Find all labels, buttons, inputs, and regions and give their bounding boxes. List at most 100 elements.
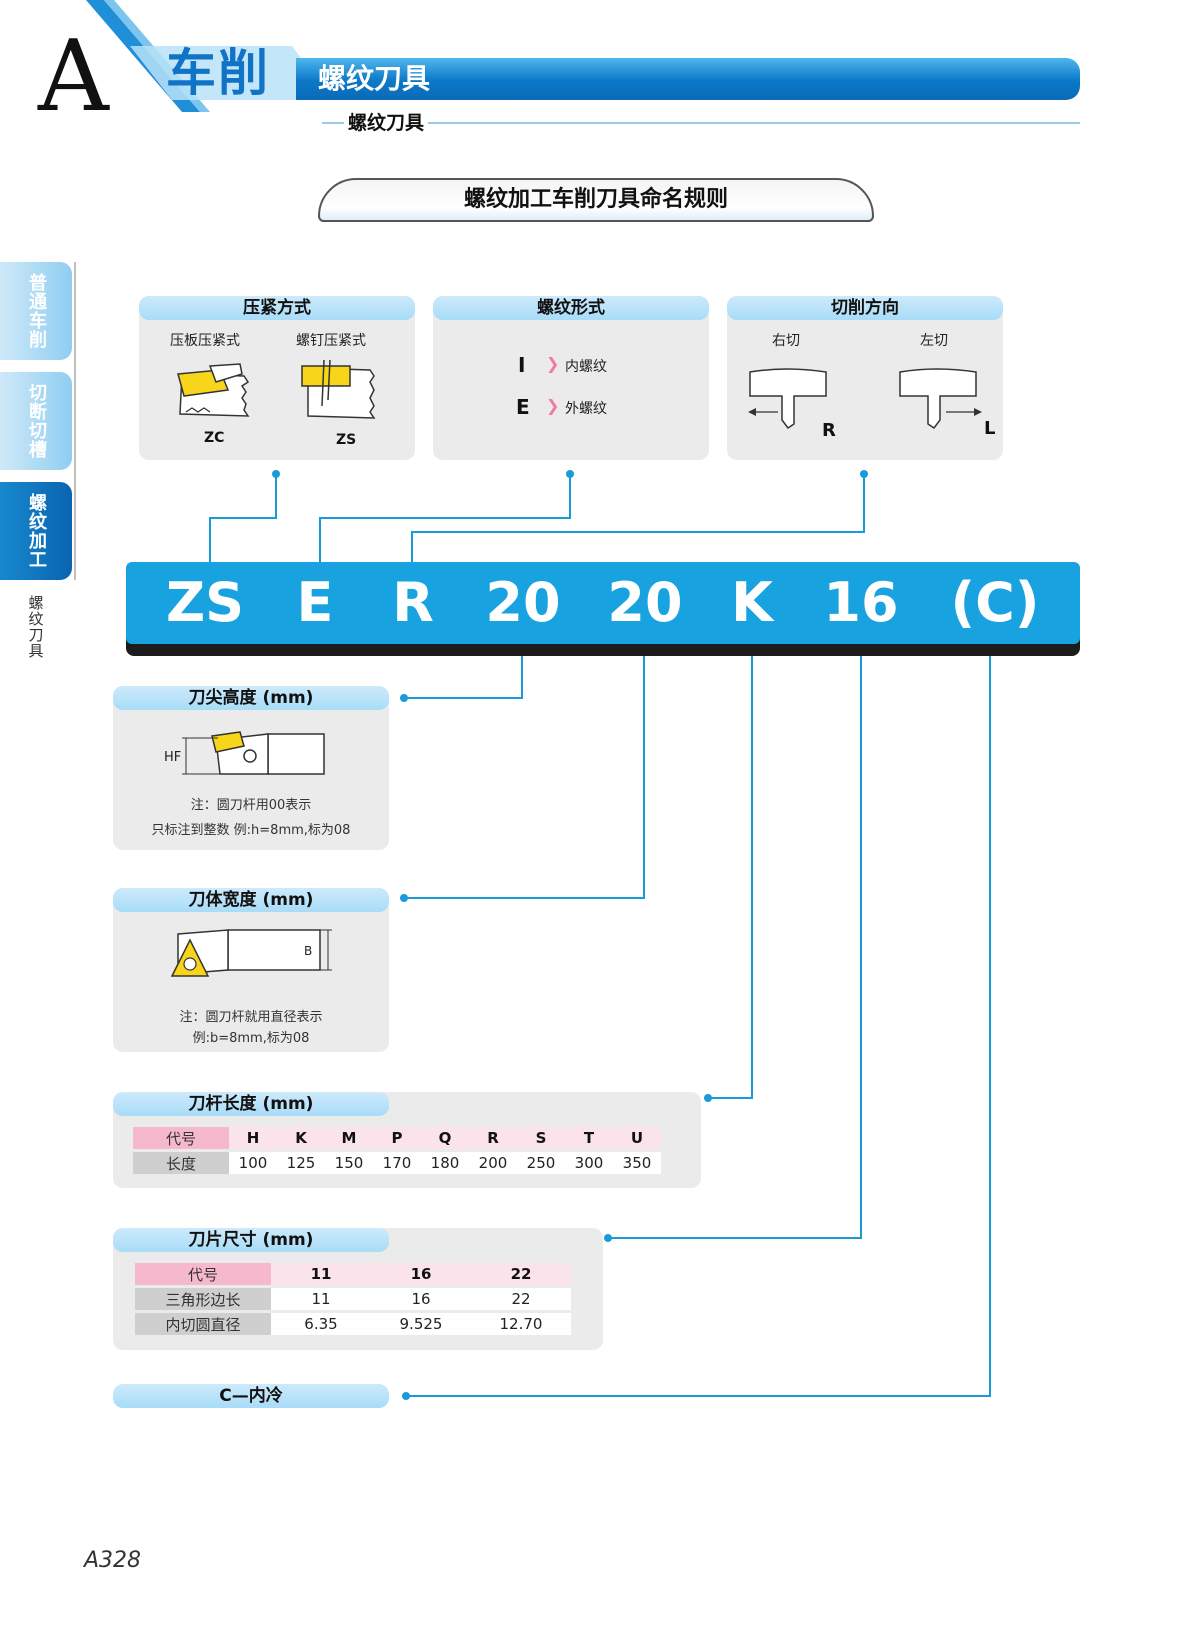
page-number: A328	[84, 1548, 142, 1573]
table-row: 三角形边长 11 16 22	[135, 1288, 571, 1310]
table-row: 代号 H K M P Q R S T U	[133, 1127, 661, 1149]
header-bar-title: 螺纹刀具	[296, 58, 1080, 100]
insert-circle-cell: 6.35	[271, 1313, 371, 1335]
shank-code-cell: H	[229, 1127, 277, 1149]
chevron-right-icon: ❯	[546, 354, 560, 373]
tip-height-note-1: 注：圆刀杆用00表示	[190, 798, 312, 813]
side-tab-label: 切断切槽	[26, 383, 47, 459]
shank-code-cell: S	[517, 1127, 565, 1149]
side-tab-rule	[74, 262, 76, 580]
header-subtitle: 螺纹刀具	[344, 108, 429, 135]
side-tab-label: 螺纹加工	[26, 493, 47, 569]
shank-length-cell: 125	[277, 1152, 325, 1174]
shank-code-cell: P	[373, 1127, 421, 1149]
code-shank-length: K	[731, 571, 773, 634]
code-thread-form: E	[296, 571, 334, 634]
insert-edge-cell: 22	[471, 1288, 571, 1310]
tip-height-diagram	[182, 731, 325, 775]
clamp-plate-code: ZC	[204, 430, 225, 446]
tip-height-heading: 刀尖高度 (mm)	[113, 686, 389, 710]
row-header-length: 长度	[133, 1152, 229, 1174]
side-tab-grooving[interactable]: 切断切槽	[0, 372, 72, 470]
shank-length-cell: 150	[325, 1152, 373, 1174]
table-row: 代号 11 16 22	[135, 1263, 571, 1285]
clamp-plate-label: 压板压紧式	[170, 333, 240, 349]
shank-code-cell: M	[325, 1127, 373, 1149]
side-tab-threading[interactable]: 螺纹加工	[0, 482, 72, 580]
left-hand-tool-icon	[899, 368, 982, 430]
shank-length-cell: 100	[229, 1152, 277, 1174]
row-header-edge: 三角形边长	[135, 1288, 271, 1310]
coolant-label: C—内冷	[113, 1384, 389, 1408]
section-letter: A	[38, 20, 109, 134]
row-header-code: 代号	[135, 1263, 271, 1285]
clamp-screw-code: ZS	[336, 432, 357, 448]
header-rule	[322, 122, 1080, 124]
side-tab-thread-tools[interactable]: 螺纹刀具	[0, 590, 72, 664]
shank-code-cell: T	[565, 1127, 613, 1149]
naming-rule-title: 螺纹加工车削刀具命名规则	[318, 178, 874, 222]
insert-size-table: 代号 11 16 22 三角形边长 11 16 22 内切圆直径 6.35 9.…	[135, 1260, 571, 1338]
thread-form-heading: 螺纹形式	[433, 296, 709, 320]
direction-heading: 切削方向	[727, 296, 1003, 320]
shank-length-table: 代号 H K M P Q R S T U 长度 100 125 150 170 …	[133, 1124, 661, 1177]
left-hand-label: 左切	[920, 333, 948, 349]
insert-circle-cell: 12.70	[471, 1313, 571, 1335]
insert-edge-cell: 16	[371, 1288, 471, 1310]
external-thread-label: 外螺纹	[565, 401, 607, 417]
row-header-circle: 内切圆直径	[135, 1313, 271, 1335]
insert-code-cell: 16	[371, 1263, 471, 1285]
shank-length-cell: 350	[613, 1152, 661, 1174]
thread-form-box	[433, 296, 709, 460]
tip-height-dim: HF	[164, 750, 182, 765]
table-row: 内切圆直径 6.35 9.525 12.70	[135, 1313, 571, 1335]
shank-length-cell: 170	[373, 1152, 421, 1174]
shank-code-cell: Q	[421, 1127, 469, 1149]
clamping-heading: 压紧方式	[139, 296, 415, 320]
clamp-screw-label: 螺钉压紧式	[296, 333, 366, 349]
shank-length-cell: 180	[421, 1152, 469, 1174]
external-thread-code: E	[516, 395, 530, 419]
code-coolant: (C)	[950, 571, 1040, 634]
code-direction: R	[392, 571, 434, 634]
body-width-diagram	[170, 929, 332, 977]
clamp-screw-icon	[301, 360, 376, 419]
body-width-note-2: 例:b=8mm,标为08	[192, 1031, 310, 1046]
code-clamping: ZS	[165, 571, 245, 634]
insert-circle-cell: 9.525	[371, 1313, 471, 1335]
code-insert-size: 16	[823, 571, 899, 634]
body-width-dim: B	[304, 944, 313, 958]
internal-thread-label: 内螺纹	[565, 359, 607, 375]
side-tab-general-turning[interactable]: 普通车削	[0, 262, 72, 360]
header-slash	[86, 0, 330, 112]
tip-height-note-2: 只标注到整数 例:h=8mm,标为08	[151, 823, 351, 838]
insert-edge-cell: 11	[271, 1288, 371, 1310]
shank-code-cell: R	[469, 1127, 517, 1149]
side-tab-label: 螺纹刀具	[26, 595, 45, 659]
code-bar	[126, 562, 1080, 644]
clamp-plate-icon	[177, 363, 250, 417]
internal-thread-code: I	[518, 353, 526, 377]
code-tip-height: 20	[485, 571, 561, 634]
shank-code-cell: K	[277, 1127, 325, 1149]
right-hand-code: R	[822, 420, 836, 441]
insert-size-heading: 刀片尺寸 (mm)	[113, 1228, 389, 1252]
shank-code-cell: U	[613, 1127, 661, 1149]
body-width-heading: 刀体宽度 (mm)	[113, 888, 389, 912]
shank-length-heading: 刀杆长度 (mm)	[113, 1092, 389, 1116]
code-body-width: 20	[607, 571, 683, 634]
right-hand-tool-icon	[748, 368, 827, 430]
row-header-code: 代号	[133, 1127, 229, 1149]
insert-code-cell: 11	[271, 1263, 371, 1285]
section-title: 车削	[166, 44, 270, 102]
shank-length-cell: 300	[565, 1152, 613, 1174]
body-width-note-1: 注：圆刀杆就用直径表示	[179, 1010, 323, 1025]
side-tab-label: 普通车削	[26, 273, 47, 349]
right-hand-label: 右切	[772, 333, 800, 349]
shank-length-cell: 200	[469, 1152, 517, 1174]
insert-code-cell: 22	[471, 1263, 571, 1285]
chevron-right-icon: ❯	[546, 396, 560, 415]
left-hand-code: L	[984, 418, 996, 439]
table-row: 长度 100 125 150 170 180 200 250 300 350	[133, 1152, 661, 1174]
shank-length-cell: 250	[517, 1152, 565, 1174]
